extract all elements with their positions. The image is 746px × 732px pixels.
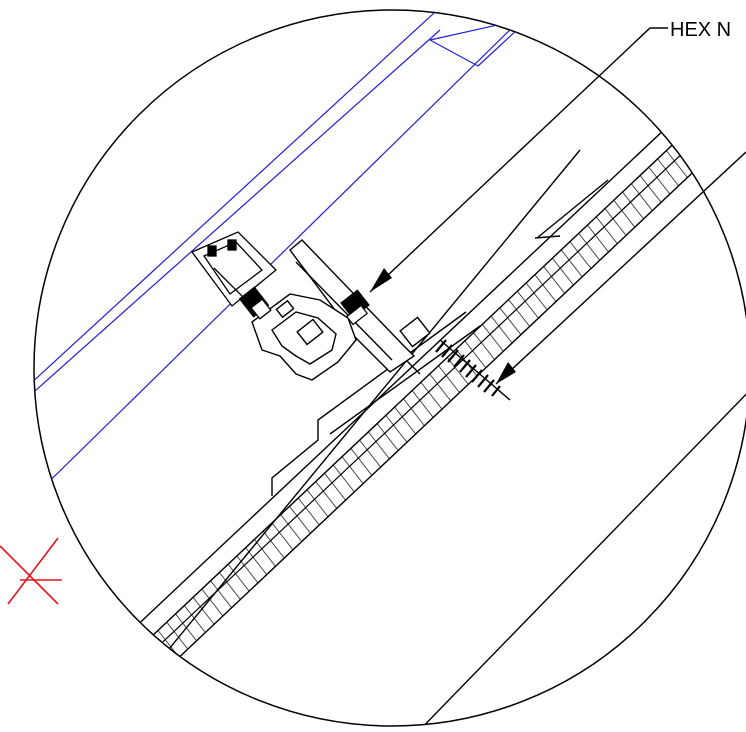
solar-panel-glazing xyxy=(34,10,561,511)
leader-wood-screw xyxy=(495,151,746,385)
rail-profile xyxy=(251,293,357,381)
roof-sheeting xyxy=(129,95,743,666)
hex-nut xyxy=(340,289,370,326)
detail-circle xyxy=(33,9,746,727)
wood-screw xyxy=(435,339,511,401)
callout-label-hex-nut: HEX N xyxy=(670,19,731,41)
clamp-bolt xyxy=(238,286,272,320)
leader-hex-nut xyxy=(369,27,668,293)
x-cross-marker-icon xyxy=(0,537,62,605)
panel-clamp xyxy=(190,231,277,313)
